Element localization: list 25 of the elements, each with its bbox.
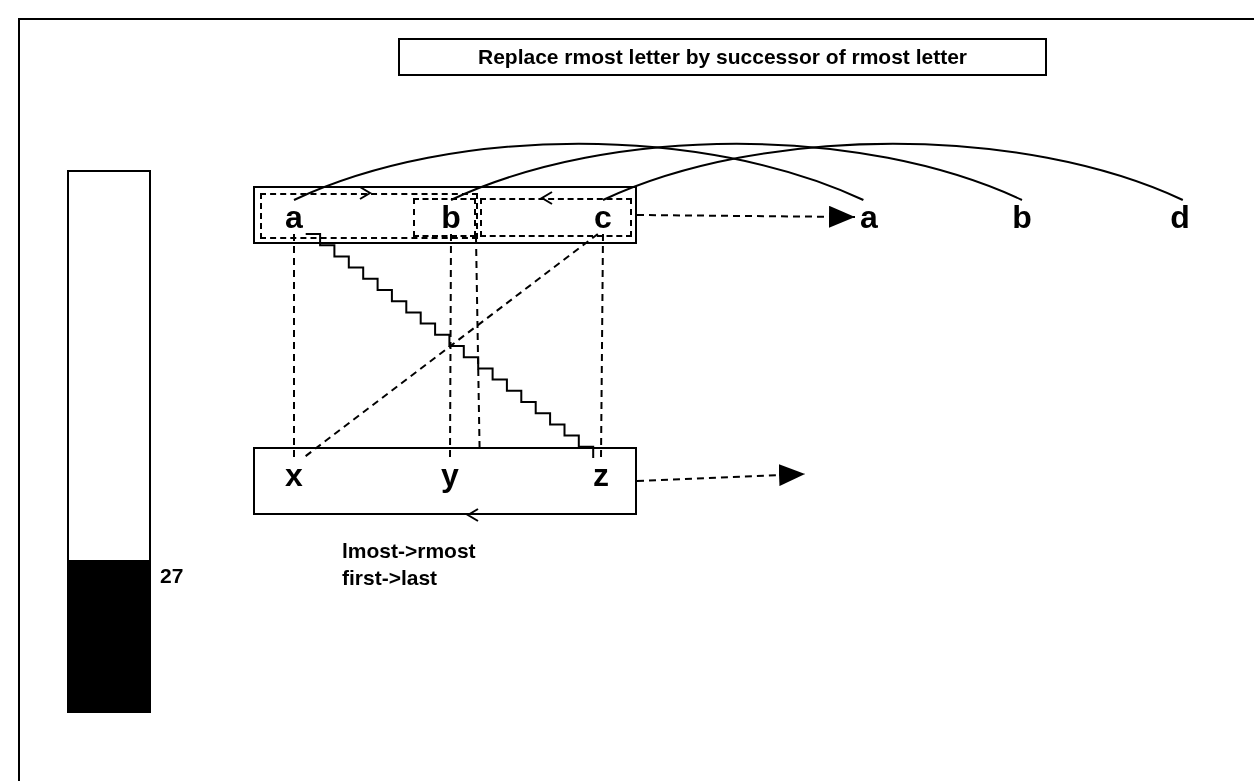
arrow xyxy=(636,464,806,487)
letter-text: x xyxy=(281,458,307,492)
group-box xyxy=(480,198,632,237)
letter-text: d xyxy=(1166,200,1194,234)
value-text: 27 xyxy=(160,563,184,589)
letter-text: a xyxy=(855,200,883,234)
connector-line xyxy=(293,233,295,459)
group-box xyxy=(413,198,476,237)
description-text: lmost->rmost xyxy=(342,538,476,564)
connector-line xyxy=(449,233,452,459)
letter-text: y xyxy=(437,458,463,492)
connector-line xyxy=(475,236,481,448)
letter-text: c xyxy=(590,200,616,234)
description-text: first->last xyxy=(342,565,438,591)
connector-line xyxy=(600,233,604,459)
string-box xyxy=(253,186,637,244)
group-box xyxy=(260,193,478,239)
letter-text: b xyxy=(1008,200,1036,234)
arrow xyxy=(636,205,856,228)
letter-text: b xyxy=(438,200,464,234)
letter-text: a xyxy=(281,200,307,234)
heading: Replace rmost letter by successor of rmost letter xyxy=(398,38,1047,76)
string-box xyxy=(253,447,637,515)
letter-text: z xyxy=(588,458,614,492)
temperature-bar xyxy=(67,170,151,713)
